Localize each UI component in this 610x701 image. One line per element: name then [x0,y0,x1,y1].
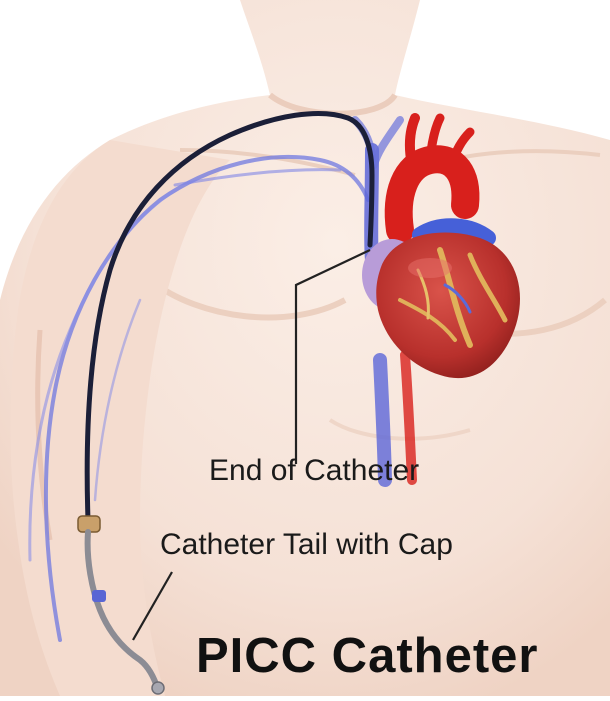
catheter-tail-label: Catheter Tail with Cap [160,528,453,562]
diagram-title: PICC Catheter [196,628,538,684]
end-of-catheter-label: End of Catheter [209,454,419,488]
